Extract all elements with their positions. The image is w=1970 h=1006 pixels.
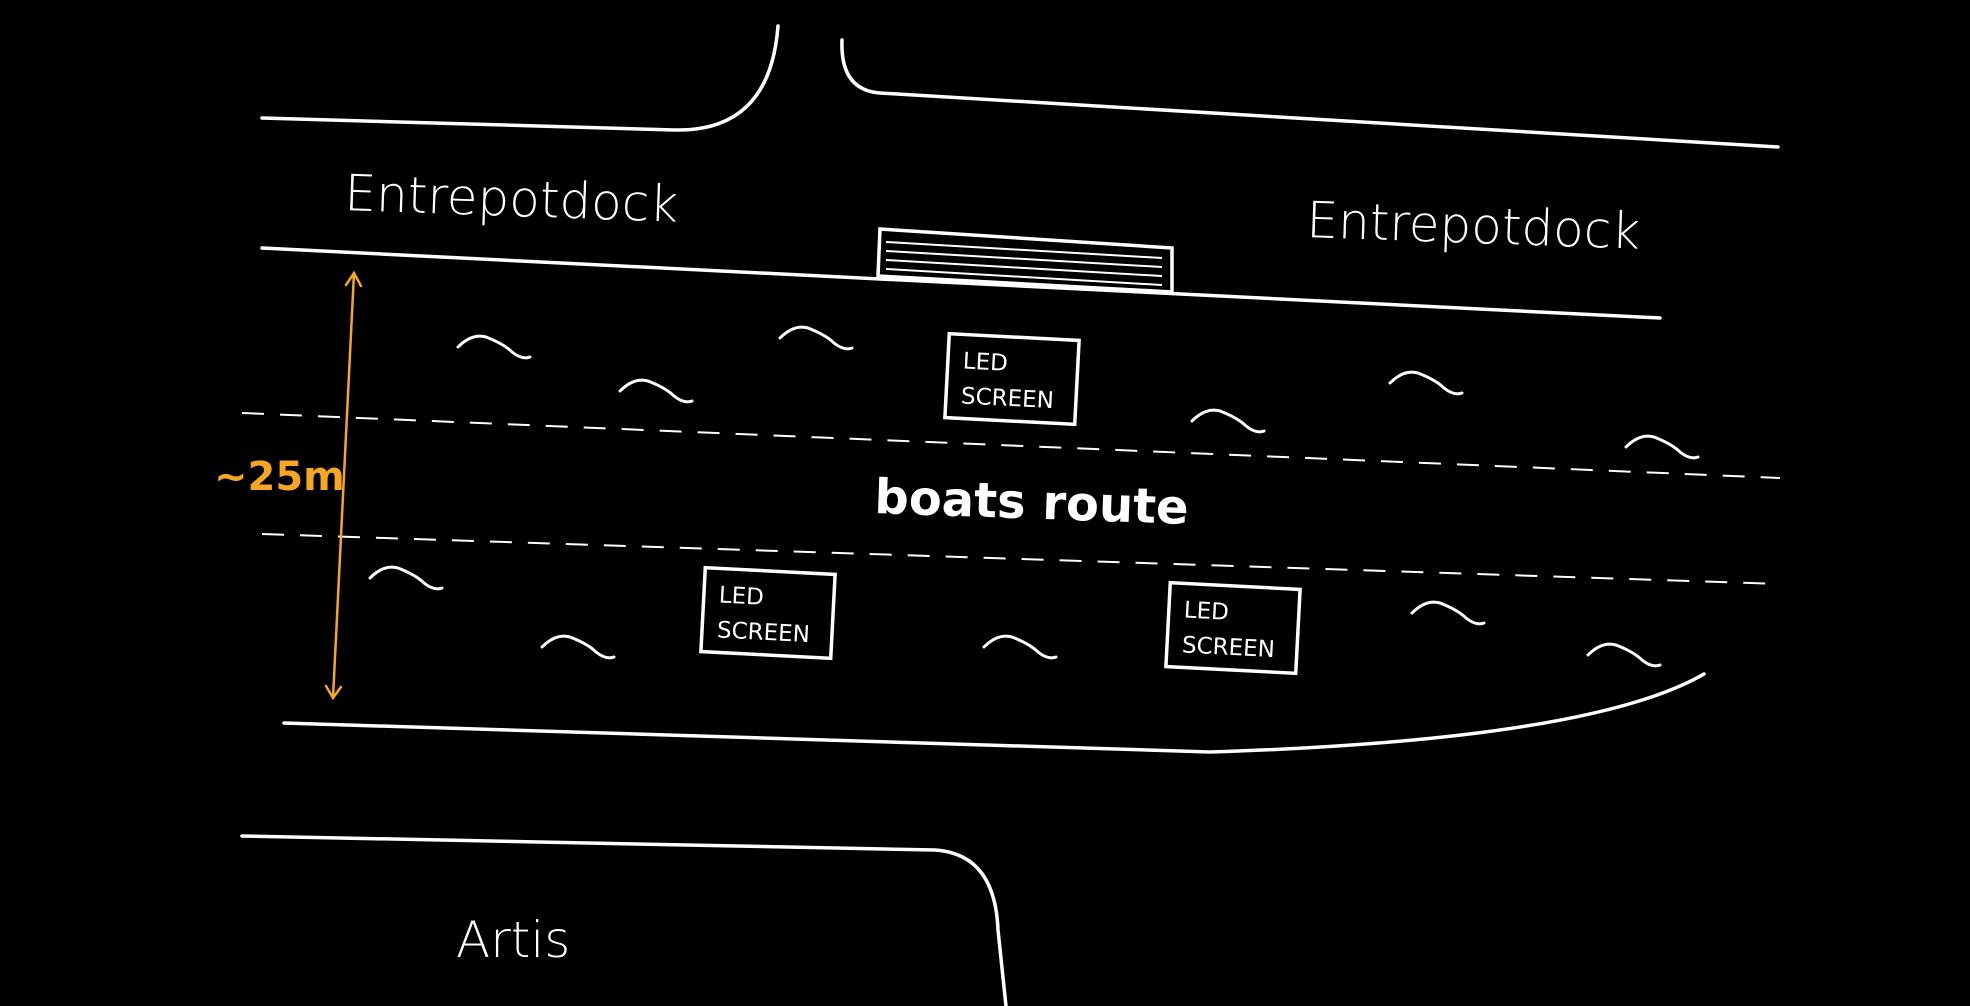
water-waves — [368, 325, 1700, 668]
upper-street-right-edge — [840, 38, 1780, 149]
led-screen: LED SCREEN — [943, 331, 1081, 427]
canal-north-quay — [260, 246, 1662, 320]
width-label: ~25m — [214, 454, 345, 500]
wave — [1586, 642, 1662, 668]
wave — [982, 634, 1058, 660]
led-screen-line1: LED — [1183, 597, 1229, 625]
led-screen-line1: LED — [718, 582, 764, 610]
wave — [1190, 408, 1266, 434]
led-screen: LED SCREEN — [699, 565, 837, 661]
wave — [618, 378, 694, 404]
led-screen: LED SCREEN — [1164, 580, 1302, 676]
entrepotdock-right-label: Entrepotdock — [1306, 191, 1642, 261]
canal-south-quay — [282, 672, 1706, 754]
boats-route-label: boats route — [874, 469, 1190, 536]
lower-street-edge — [240, 834, 1008, 1006]
wave — [1388, 370, 1464, 396]
led-screen-line2: SCREEN — [1181, 632, 1275, 663]
led-screen-line2: SCREEN — [960, 383, 1054, 414]
dimension-line — [331, 271, 356, 700]
route-lower-boundary — [261, 533, 1781, 585]
wave — [456, 334, 532, 360]
arrowhead-down-icon — [324, 684, 343, 701]
arrowhead-up-icon — [344, 270, 363, 288]
wave — [778, 325, 854, 351]
wave — [1624, 434, 1700, 460]
route-upper-boundary — [241, 412, 1781, 479]
upper-street-left-edge — [260, 24, 780, 132]
wave — [368, 565, 444, 591]
width-dimension: ~25m — [214, 270, 363, 701]
wave — [1410, 600, 1486, 626]
led-screen-line2: SCREEN — [716, 617, 810, 648]
jetty — [876, 227, 1174, 294]
artis-label: Artis — [456, 911, 570, 969]
led-screen-line1: LED — [962, 348, 1008, 376]
entrepotdock-left-label: Entrepotdock — [344, 164, 680, 234]
wave — [540, 634, 616, 660]
